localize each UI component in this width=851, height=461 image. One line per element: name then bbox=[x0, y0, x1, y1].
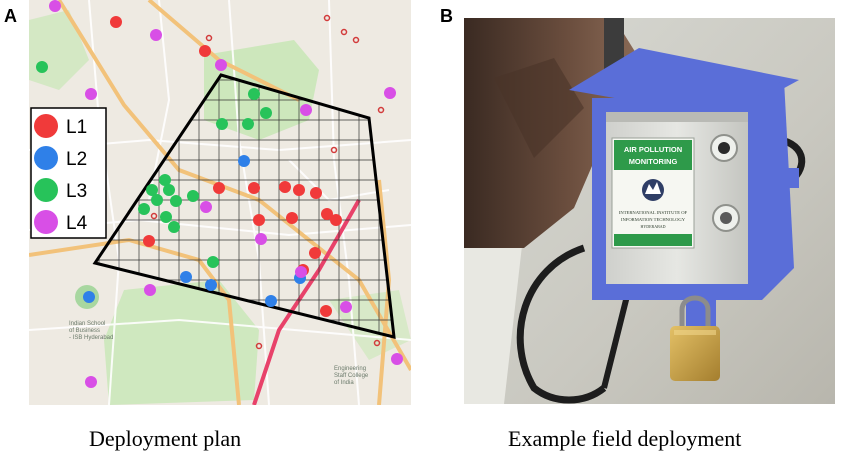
sensor-point-l3 bbox=[138, 203, 150, 215]
deployment-map: Indian School of Business - ISB Hyderaba… bbox=[28, 0, 413, 406]
small-map-markers bbox=[150, 14, 385, 350]
sticker-line1: AIR POLLUTION bbox=[624, 145, 682, 154]
sensor-point-l3 bbox=[248, 88, 260, 100]
sensor-points bbox=[36, 0, 403, 388]
deployment-boundary bbox=[92, 73, 396, 339]
sensor-point-l3 bbox=[159, 174, 171, 186]
sensor-point-l1 bbox=[309, 247, 321, 259]
sensor-point-l3 bbox=[163, 184, 175, 196]
mounting-bracket bbox=[569, 48, 799, 328]
sensor-point-l1 bbox=[199, 45, 211, 57]
map-label-escl-2: Staff College bbox=[334, 373, 369, 379]
panel-b-letter: B bbox=[440, 6, 453, 26]
sensor-point-l4 bbox=[85, 376, 97, 388]
sensor-point-l4 bbox=[300, 104, 312, 116]
sensor-point-l3 bbox=[216, 118, 228, 130]
sensor-point-l1 bbox=[213, 182, 225, 194]
sensor-point-l1 bbox=[110, 16, 122, 28]
map-label-isb-2: of Business bbox=[69, 328, 100, 334]
cable-gland-bottom-hole bbox=[720, 212, 732, 224]
sensor-point-l1 bbox=[310, 187, 322, 199]
sensor-point-l3 bbox=[187, 190, 199, 202]
park-area-south bbox=[104, 280, 259, 405]
padlock-shackle bbox=[679, 295, 711, 328]
sensor-point-l4 bbox=[391, 353, 403, 365]
sticker-org1: INTERNATIONAL INSTITUTE OF bbox=[619, 210, 688, 215]
sensor-point-l3 bbox=[151, 194, 163, 206]
sensor-point-l1 bbox=[293, 184, 305, 196]
map-label-isb-3: - ISB Hyderabad bbox=[69, 335, 113, 341]
sticker-footer bbox=[614, 234, 692, 246]
legend-swatch-l3 bbox=[34, 178, 58, 202]
caption-field-deployment: Example field deployment bbox=[508, 426, 742, 451]
sensor-point-l4 bbox=[384, 87, 396, 99]
sensor-point-l2 bbox=[265, 295, 277, 307]
map-svg: Indian School of Business - ISB Hyderaba… bbox=[28, 0, 413, 406]
photo-svg: AIR POLLUTION MONITORING INTERNATIONAL I… bbox=[464, 18, 835, 404]
map-label-escl: Engineering bbox=[334, 366, 366, 372]
sensor-point-l1 bbox=[321, 208, 333, 220]
map-legend: L1 L2 L3 L4 bbox=[30, 107, 107, 239]
sensor-point-l1 bbox=[320, 305, 332, 317]
sticker-city: HYDERABAD bbox=[640, 224, 665, 229]
legend-label-l1: L1 bbox=[66, 117, 87, 138]
legend-swatch-l1 bbox=[34, 114, 58, 138]
cable-gland-top-hole bbox=[718, 142, 730, 154]
tree-bark-shade bbox=[494, 58, 584, 158]
sensor-point-l1 bbox=[330, 214, 342, 226]
sticker-header bbox=[614, 140, 692, 170]
sensor-point-l1 bbox=[286, 212, 298, 224]
sensor-point-l2 bbox=[180, 271, 192, 283]
sensor-point-l4 bbox=[200, 201, 212, 213]
wall-highlight bbox=[464, 228, 524, 404]
sensor-point-l4 bbox=[255, 233, 267, 245]
sensor-point-l2 bbox=[238, 155, 250, 167]
panel-a-letter: A bbox=[4, 6, 17, 26]
sensor-point-l2 bbox=[83, 291, 95, 303]
sensor-point-l4 bbox=[340, 301, 352, 313]
sensor-point-l4 bbox=[49, 0, 61, 12]
legend-label-l2: L2 bbox=[66, 149, 87, 170]
sensor-point-l3 bbox=[242, 118, 254, 130]
padlock-highlight bbox=[674, 330, 716, 335]
sensor-point-l3 bbox=[207, 256, 219, 268]
caption-deployment-plan: Deployment plan bbox=[89, 426, 242, 451]
sensor-point-l4 bbox=[85, 88, 97, 100]
sensor-point-l1 bbox=[279, 181, 291, 193]
sensor-point-l4 bbox=[215, 59, 227, 71]
sensor-enclosure: AIR POLLUTION MONITORING INTERNATIONAL I… bbox=[606, 112, 748, 284]
sensor-point-l3 bbox=[146, 184, 158, 196]
sensor-point-l1 bbox=[248, 182, 260, 194]
field-deployment-photo: AIR POLLUTION MONITORING INTERNATIONAL I… bbox=[464, 18, 835, 404]
sensor-point-l1 bbox=[143, 235, 155, 247]
sensor-point-l3 bbox=[36, 61, 48, 73]
legend-swatch-l4 bbox=[34, 210, 58, 234]
enclosure-lid-edge bbox=[606, 112, 748, 122]
sensor-point-l3 bbox=[160, 211, 172, 223]
sensor-point-l2 bbox=[205, 279, 217, 291]
sensor-point-l4 bbox=[295, 266, 307, 278]
air-quality-sensor-icon: AIR POLLUTION MONITORING INTERNATIONAL I… bbox=[611, 137, 695, 249]
sensor-point-l4 bbox=[150, 29, 162, 41]
padlock-icon bbox=[670, 295, 720, 381]
sensor-point-l3 bbox=[170, 195, 182, 207]
legend-label-l3: L3 bbox=[66, 181, 87, 202]
sensor-point-l1 bbox=[253, 214, 265, 226]
sensor-point-l3 bbox=[260, 107, 272, 119]
sensor-point-l4 bbox=[144, 284, 156, 296]
sensor-point-l3 bbox=[168, 221, 180, 233]
map-label-isb: Indian School bbox=[69, 321, 105, 327]
power-cable bbox=[516, 244, 607, 404]
legend-label-l4: L4 bbox=[66, 213, 88, 234]
padlock-body bbox=[670, 326, 720, 381]
sticker-line2: MONITORING bbox=[629, 157, 678, 166]
institute-logo-icon bbox=[642, 179, 664, 201]
legend-swatch-l2 bbox=[34, 146, 58, 170]
sticker-org2: INFORMATION TECHNOLOGY bbox=[621, 217, 686, 222]
map-label-escl-3: of India bbox=[334, 380, 354, 386]
